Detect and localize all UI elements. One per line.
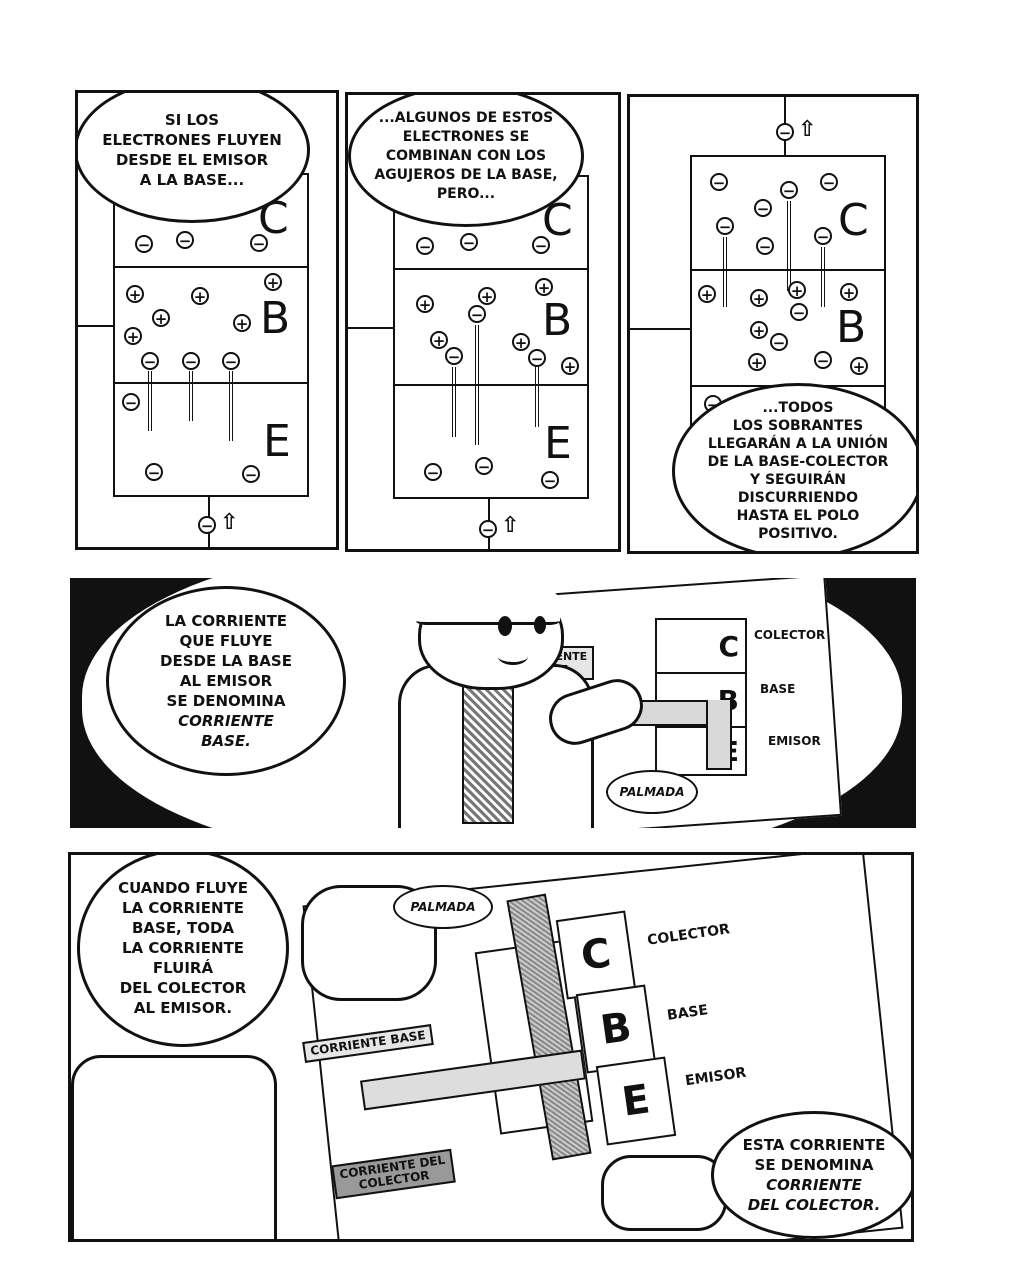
panel-4: C B E COLECTOR BASE EMISOR CORRIENTE BAS…: [70, 578, 916, 828]
hole-icon: +: [191, 287, 209, 306]
electron-icon: −: [780, 181, 798, 200]
caption-text: ESTA CORRIENTE SE DENOMINA: [742, 1136, 886, 1174]
hole-icon: +: [788, 281, 806, 300]
caption-text: LA CORRIENTE: [164, 612, 288, 630]
caption-bubble: LA CORRIENTE QUE FLUYE DESDE LA BASE AL …: [106, 586, 346, 776]
hole-icon: +: [698, 285, 716, 304]
panel-5: C B E COLECTOR BASE EMISOR CORRIENTE BAS…: [68, 852, 914, 1242]
electron-icon: −: [776, 123, 794, 142]
chart-box-e: E: [595, 1056, 677, 1146]
caption-text: DESDE LA BASE: [160, 652, 292, 670]
hole-icon: +: [840, 283, 858, 302]
label-b: B: [836, 302, 867, 353]
electron-icon: −: [790, 303, 808, 322]
electron-icon: −: [135, 235, 153, 254]
chart-label-base: BASE: [760, 682, 796, 696]
hole-icon: +: [152, 309, 170, 328]
sfx-palmada: PALMADA: [606, 770, 698, 814]
hole-icon: +: [748, 353, 766, 372]
electron-icon: −: [532, 236, 550, 255]
hole-icon: +: [124, 327, 142, 346]
hole-icon: +: [750, 321, 768, 340]
caption-bubble: CUANDO FLUYE LA CORRIENTE BASE, TODA LA …: [77, 855, 289, 1047]
electron-icon: −: [528, 349, 546, 368]
hole-icon: +: [126, 285, 144, 304]
electron-icon: −: [222, 352, 240, 371]
sleeve: [71, 1055, 277, 1239]
electron-icon: −: [242, 465, 260, 484]
caption-bubble: SI LOS ELECTRONES FLUYEN DESDE EL EMISOR…: [78, 93, 310, 223]
caption-bubble: ...TODOS LOS SOBRANTES LLEGARÁN A LA UNI…: [672, 383, 916, 551]
caption-term: CORRIENTE BASE.: [178, 712, 274, 750]
arrow-up-icon: ⇧: [220, 510, 239, 535]
electron-icon: −: [479, 520, 497, 539]
electron-icon: −: [122, 393, 140, 412]
label-b: B: [542, 295, 573, 346]
electron-icon: −: [710, 173, 728, 192]
electron-icon: −: [145, 463, 163, 482]
character-professor: [358, 578, 658, 828]
electron-icon: −: [141, 352, 159, 371]
caption-text: SE DENOMINA: [166, 692, 286, 710]
caption-text: AL EMISOR: [179, 672, 273, 690]
hand-icon: [601, 1155, 727, 1231]
label-e: E: [544, 418, 572, 469]
electron-icon: −: [814, 351, 832, 370]
sfx-palmada: PALMADA: [393, 885, 493, 929]
hole-icon: +: [561, 357, 579, 376]
electron-icon: −: [250, 234, 268, 253]
electron-icon: −: [424, 463, 442, 482]
chart-label-collector: COLECTOR: [754, 628, 826, 642]
electron-icon: −: [814, 227, 832, 246]
caption-term: CORRIENTE DEL COLECTOR.: [747, 1176, 881, 1214]
electron-icon: −: [541, 471, 559, 490]
arrow-up-icon: ⇧: [501, 513, 520, 538]
hole-icon: +: [478, 287, 496, 306]
electron-icon: −: [468, 305, 486, 324]
label-e: E: [263, 416, 291, 467]
hole-icon: +: [233, 314, 251, 333]
caption-bubble: ESTA CORRIENTE SE DENOMINA CORRIENTE DEL…: [711, 1111, 911, 1239]
chart-box-c: C: [655, 618, 747, 674]
hole-icon: +: [430, 331, 448, 350]
chart-label-emitter: EMISOR: [768, 734, 821, 748]
chart-box-e: E: [655, 726, 747, 776]
electron-icon: −: [770, 333, 788, 352]
layer-emitter: [113, 382, 309, 497]
hole-icon: +: [264, 273, 282, 292]
electron-icon: −: [820, 173, 838, 192]
electron-icon: −: [198, 516, 216, 535]
chart-box-c: C: [555, 910, 637, 1000]
caption-text: QUE FLUYE: [179, 632, 273, 650]
electron-icon: −: [475, 457, 493, 476]
panel-3: − ⇧ C B − − − − − − − + + + − + + − + − …: [627, 94, 919, 554]
electron-icon: −: [754, 199, 772, 218]
panel-2: C B E − − − + + − + + − + − + − − − − ⇧ …: [345, 92, 621, 552]
hole-icon: +: [850, 357, 868, 376]
label-c: C: [838, 195, 869, 246]
electron-icon: −: [416, 237, 434, 256]
hole-icon: +: [750, 289, 768, 308]
electron-icon: −: [756, 237, 774, 256]
caption-bubble: ...ALGUNOS DE ESTOS ELECTRONES SE COMBIN…: [348, 95, 584, 227]
hole-icon: +: [535, 278, 553, 297]
electron-icon: −: [716, 217, 734, 236]
hole-icon: +: [416, 295, 434, 314]
electron-icon: −: [460, 233, 478, 252]
electron-icon: −: [176, 231, 194, 250]
electron-icon: −: [445, 347, 463, 366]
hole-icon: +: [512, 333, 530, 352]
electron-icon: −: [182, 352, 200, 371]
label-b: B: [260, 293, 291, 344]
arrow-up-icon: ⇧: [798, 117, 817, 142]
panel-1: C B E − − − + + + + + + − − − − − − − ⇧ …: [75, 90, 339, 550]
